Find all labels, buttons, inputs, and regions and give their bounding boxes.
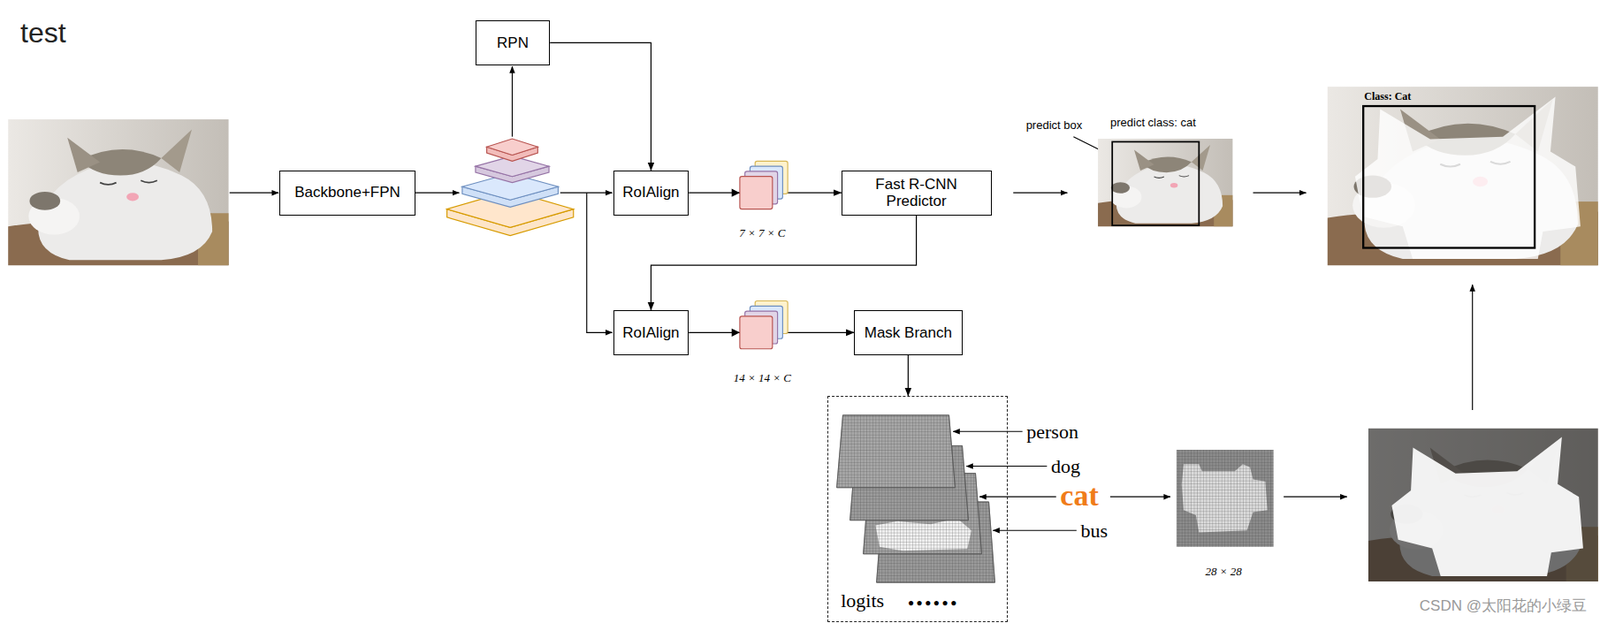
result-image bbox=[1327, 86, 1599, 266]
logit-layer bbox=[837, 415, 956, 488]
process-box: RoIAlign bbox=[613, 310, 689, 356]
mask-28x28 bbox=[1176, 449, 1274, 548]
class-arrows bbox=[952, 431, 1077, 531]
flow-connector bbox=[549, 42, 651, 170]
leader-arrow bbox=[952, 431, 1022, 433]
flow-arrow bbox=[229, 192, 279, 194]
process-box: Backbone+FPN bbox=[279, 170, 416, 216]
flow-arrow bbox=[586, 192, 613, 333]
node-label: logits bbox=[840, 589, 884, 612]
flow-arrow bbox=[415, 192, 460, 194]
process-box: RPN bbox=[475, 20, 550, 66]
watermark: CSDN @太阳花的小绿豆 bbox=[1419, 597, 1587, 616]
node-label: Backbone+FPN bbox=[294, 183, 401, 202]
class-name-highlight: cat bbox=[1059, 478, 1098, 513]
result-mask bbox=[1355, 96, 1581, 260]
predict-image bbox=[1097, 138, 1233, 227]
node-label: RoIAlign bbox=[622, 183, 679, 202]
node-label: RPN bbox=[496, 34, 529, 53]
mask-shade bbox=[1368, 428, 1599, 582]
mask-image bbox=[1368, 428, 1599, 582]
mask-silhouette bbox=[1391, 437, 1584, 577]
process-box: Mask Branch bbox=[853, 310, 962, 356]
illustration-layer bbox=[7, 66, 1599, 583]
callout-label: predict class: cat bbox=[1110, 116, 1197, 130]
class-name: bus bbox=[1080, 519, 1108, 542]
class-name: dog bbox=[1051, 455, 1081, 478]
mask-ground bbox=[1176, 449, 1274, 548]
flow-arrow bbox=[1013, 192, 1067, 194]
arrow-head bbox=[731, 189, 740, 198]
input-image bbox=[7, 119, 229, 266]
logits-group: logits •••••• bbox=[827, 396, 1008, 623]
diagram-title: test bbox=[20, 16, 67, 50]
node-label: Fast R-CNN Predictor bbox=[847, 175, 986, 211]
node-label: Mask Branch bbox=[864, 324, 953, 343]
logits-stack bbox=[837, 415, 996, 583]
flow-connector bbox=[650, 215, 916, 311]
class-label: Class: Cat bbox=[1363, 91, 1411, 104]
leader-arrow bbox=[992, 530, 1077, 532]
pyramid-level bbox=[487, 138, 539, 155]
roi-feature-14x14 bbox=[731, 301, 788, 350]
process-box: RoIAlign bbox=[613, 170, 689, 216]
class-name: person bbox=[1026, 420, 1079, 443]
flow-arrow bbox=[1283, 496, 1348, 498]
flow-arrow bbox=[1471, 284, 1473, 411]
callout-label: predict box bbox=[1026, 119, 1083, 133]
leader-arrow bbox=[979, 496, 1057, 498]
feature-slice bbox=[739, 176, 773, 210]
dimension-label: 14 × 14 × C bbox=[733, 372, 792, 386]
arrow-head bbox=[731, 328, 740, 337]
leader-arrow bbox=[966, 465, 1047, 467]
roi-feature-7x7 bbox=[731, 160, 788, 209]
dimension-label: 28 × 28 bbox=[1204, 565, 1242, 580]
flow-arrows bbox=[229, 66, 1473, 497]
result-box bbox=[1363, 106, 1535, 248]
feature-slice bbox=[739, 316, 773, 350]
flow-arrow bbox=[1253, 192, 1307, 194]
logit-grid bbox=[837, 415, 956, 488]
predict-box bbox=[1112, 141, 1199, 226]
flow-connector bbox=[907, 355, 909, 397]
process-box: Fast R-CNN Predictor bbox=[841, 170, 992, 216]
node-detail: •••••• bbox=[907, 594, 960, 614]
flow-arrow bbox=[511, 66, 513, 138]
mask-grid bbox=[1176, 449, 1274, 548]
feature-pyramid bbox=[447, 138, 574, 237]
node-label: RoIAlign bbox=[622, 324, 679, 343]
flow-arrow bbox=[1110, 496, 1171, 498]
dimension-label: 7 × 7 × C bbox=[739, 227, 785, 241]
